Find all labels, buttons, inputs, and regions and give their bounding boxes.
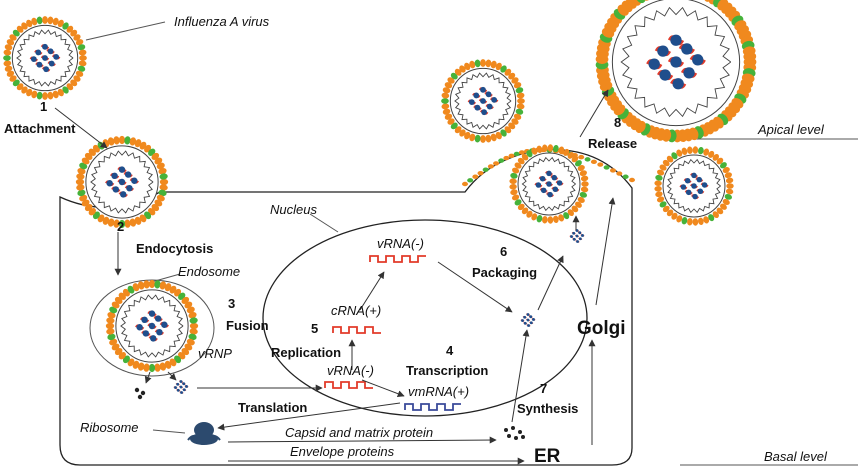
label-capsid-matrix: Capsid and matrix protein — [285, 425, 433, 440]
label-er: ER — [534, 446, 561, 467]
label-ribosome: Ribosome — [80, 420, 139, 435]
label-vrnp: vRNP — [198, 346, 232, 361]
arrow-fusion-vrnp — [167, 371, 177, 381]
vrnp-cluster-cytoplasm — [173, 380, 189, 394]
arrow-capsid-to-dots — [227, 436, 497, 444]
label-replication: Replication — [271, 345, 341, 360]
virus-attachment — [3, 16, 87, 100]
virus-released-small — [441, 59, 525, 143]
arrow-vmrna-to-ribosome — [217, 402, 401, 431]
arrow-release — [579, 89, 609, 138]
virus-released-right — [654, 146, 734, 226]
arrow-vrna-to-vmrna — [361, 379, 405, 398]
label-vmrna-plus: vmRNA(+) — [408, 384, 469, 399]
flow-arrows — [54, 89, 616, 465]
arrow-fusion-dots — [144, 371, 152, 384]
label-step3-number: 3 — [228, 296, 235, 311]
ribosome-label-pointer — [152, 429, 186, 434]
label-endocytosis: Endocytosis — [136, 241, 213, 256]
label-golgi: Golgi — [577, 318, 626, 339]
crna-plus-strand — [332, 326, 381, 334]
label-basal-level: Basal level — [764, 449, 828, 464]
label-attachment: Attachment — [4, 121, 76, 136]
label-crna-plus: cRNA(+) — [331, 303, 381, 318]
label-endosome: Endosome — [178, 264, 240, 279]
label-fusion: Fusion — [226, 318, 269, 333]
label-vrna-minus-top: vRNA(-) — [377, 236, 424, 251]
arrow-packaging-to-export — [537, 255, 564, 311]
label-packaging: Packaging — [472, 265, 537, 280]
vrnp-cluster-packaging — [520, 313, 536, 327]
arrow-golgi-to-membrane — [595, 197, 616, 306]
virus-released-large — [595, 0, 757, 143]
ribosome-icon — [187, 422, 221, 445]
protein-dots-left — [134, 387, 146, 400]
label-step8-number: 8 — [614, 115, 621, 130]
arrow-crna-to-vrna — [359, 271, 385, 311]
label-step2-number: 2 — [117, 219, 124, 234]
label-step1-number: 1 — [40, 99, 47, 114]
label-step4-number: 4 — [446, 343, 454, 358]
label-envelope: Envelope proteins — [290, 444, 395, 459]
label-release: Release — [588, 136, 637, 151]
virus-in-endosome — [105, 279, 199, 373]
virus-label-pointer — [85, 21, 166, 41]
vrnp-cluster-export — [569, 229, 585, 243]
vrna-minus-strand-top — [369, 255, 426, 263]
vmrna-plus-strand — [404, 403, 461, 411]
label-synthesis: Synthesis — [517, 401, 578, 416]
arrow-vrna-to-packaging — [437, 261, 513, 313]
virus-endocytosis — [75, 135, 169, 229]
label-transcription: Transcription — [406, 363, 488, 378]
label-apical-level: Apical level — [757, 122, 825, 137]
label-vrna-minus-mid: vRNA(-) — [327, 363, 374, 378]
nucleus-label-pointer — [309, 213, 339, 233]
virus-budding — [509, 144, 589, 224]
arrow-attach-to-endocytosis — [54, 107, 108, 149]
label-step7-number: 7 — [540, 381, 547, 396]
protein-dots-synthesis — [504, 426, 525, 440]
label-translation: Translation — [238, 400, 307, 415]
label-nucleus: Nucleus — [270, 202, 317, 217]
label-step5-number: 5 — [311, 321, 318, 336]
label-influenza-virus: Influenza A virus — [174, 14, 270, 29]
label-step6-number: 6 — [500, 244, 507, 259]
vrna-minus-strand-mid — [324, 381, 373, 389]
arrow-dots-to-packaging — [511, 329, 530, 423]
nucleus-envelope — [262, 219, 588, 417]
